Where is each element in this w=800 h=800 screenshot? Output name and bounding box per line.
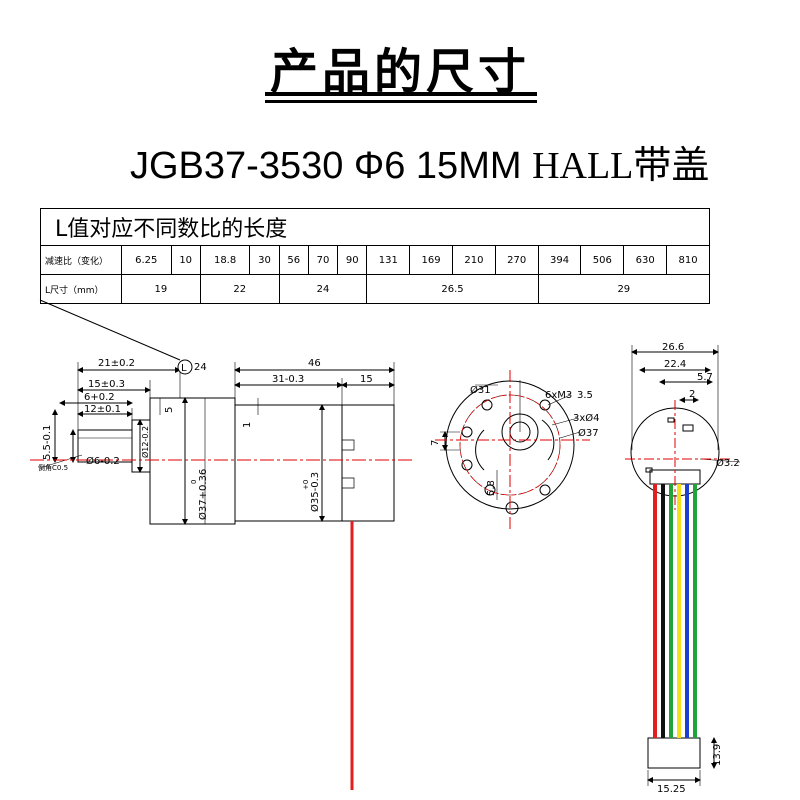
dim-motor-dia: Ø35-0.3: [309, 472, 321, 512]
dim-1: 1: [242, 422, 253, 428]
model-subtitle: JGB37-3530 Φ6 15MM HALL带盖: [130, 134, 709, 189]
side-view: [39, 362, 395, 525]
dim-screws: 6xM3: [545, 390, 572, 401]
length-cell: 29: [537, 274, 711, 304]
dim-pcd: Ø31: [470, 384, 491, 396]
dim-hall-22: 22.4: [664, 359, 686, 370]
ratio-cell: 506: [580, 245, 625, 275]
ratio-cell: 70: [307, 245, 339, 275]
dim-boss: 15±0.3: [88, 379, 125, 390]
length-cell: 22: [199, 274, 280, 304]
dim-l: L: [181, 363, 187, 374]
pcd-circle: [459, 394, 561, 496]
screw-hole: [539, 484, 551, 496]
cover-text: 带盖: [633, 145, 710, 187]
dim-offset: 7: [430, 440, 441, 446]
ratio-cell: 394: [537, 245, 582, 275]
mount-hole: [505, 501, 519, 515]
title-underline: [265, 92, 537, 96]
length-cell: 26.5: [366, 274, 539, 304]
ratio-cell: 6.25: [121, 245, 172, 275]
ratio-cell: 131: [366, 245, 411, 275]
ratio-cell: 10: [170, 245, 201, 275]
hall-wires: [653, 484, 697, 738]
page-title: 产品的尺寸: [269, 44, 530, 100]
screw-hole: [481, 399, 493, 411]
l-marker: [177, 359, 193, 375]
dim-depth: 3.5: [577, 390, 593, 401]
dim-shaft-total: 21±0.2: [98, 358, 135, 369]
dim-5: 5: [164, 407, 175, 413]
dim-cap: 15: [360, 374, 373, 385]
dim-gear-dia-tol: 0: [190, 480, 198, 484]
ratio-cell: 18.8: [199, 245, 251, 275]
ratio-cell: 270: [494, 245, 539, 275]
dim-hall-2: 2: [689, 389, 695, 400]
length-cell: 24: [278, 274, 368, 304]
dim-shaft-len: 12±0.1: [84, 404, 121, 415]
dim-motor-dia-tol: +0: [302, 480, 310, 490]
title-underline: [265, 100, 537, 103]
dim-motor: 31-0.3: [272, 374, 304, 385]
model-text: JGB37-3530 Φ6 15MM: [130, 145, 533, 187]
screw-hole: [539, 399, 551, 411]
dim-d-flat: 6+0.2: [84, 392, 115, 403]
dim-gear-dia: Ø37+0.36: [197, 469, 209, 520]
ratio-cell: 56: [278, 245, 309, 275]
dim-conn-h: 13.9: [712, 744, 723, 766]
screw-hole: [461, 426, 473, 438]
ratio-cell: 90: [337, 245, 368, 275]
length-cell: 19: [121, 274, 201, 304]
screw-hole: [484, 484, 496, 496]
cap-outline: [341, 404, 395, 522]
hall-text: HALL: [532, 145, 634, 187]
length-label: L尺寸（mm）: [40, 274, 122, 304]
dim-58: 5.8: [486, 480, 497, 496]
dim-chamfer: 倒角C0.5: [38, 463, 68, 472]
dim-shaft-dia: Ø6-0.2: [86, 455, 120, 467]
dim-outer: Ø37: [578, 427, 599, 439]
dim-boss-dia: Ø12-0.2: [140, 426, 150, 458]
ratio-cell: 210: [452, 245, 496, 275]
gearbox-outline: [149, 397, 236, 525]
hall-plug: [647, 737, 701, 769]
dim-l-value: 24: [194, 362, 207, 373]
leader-line: [39, 299, 181, 361]
dim-flat: 5.5-0.1: [42, 425, 53, 460]
dim-hall-width: 26.6: [662, 342, 684, 353]
dim-hall-hole: Ø3.2: [716, 457, 740, 469]
dim-conn-w: 15.25: [657, 784, 686, 795]
screw-hole: [461, 459, 473, 471]
table-heading: L值对应不同数比的长度: [40, 208, 710, 246]
dim-holes: 3xØ4: [573, 412, 600, 424]
dim-hall-57: 5.7: [697, 372, 713, 383]
ratio-label: 减速比（变化）: [40, 245, 122, 275]
ratio-cell: 169: [409, 245, 453, 275]
dim-motor-total: 46: [308, 358, 321, 369]
ratio-cell: 630: [623, 245, 668, 275]
